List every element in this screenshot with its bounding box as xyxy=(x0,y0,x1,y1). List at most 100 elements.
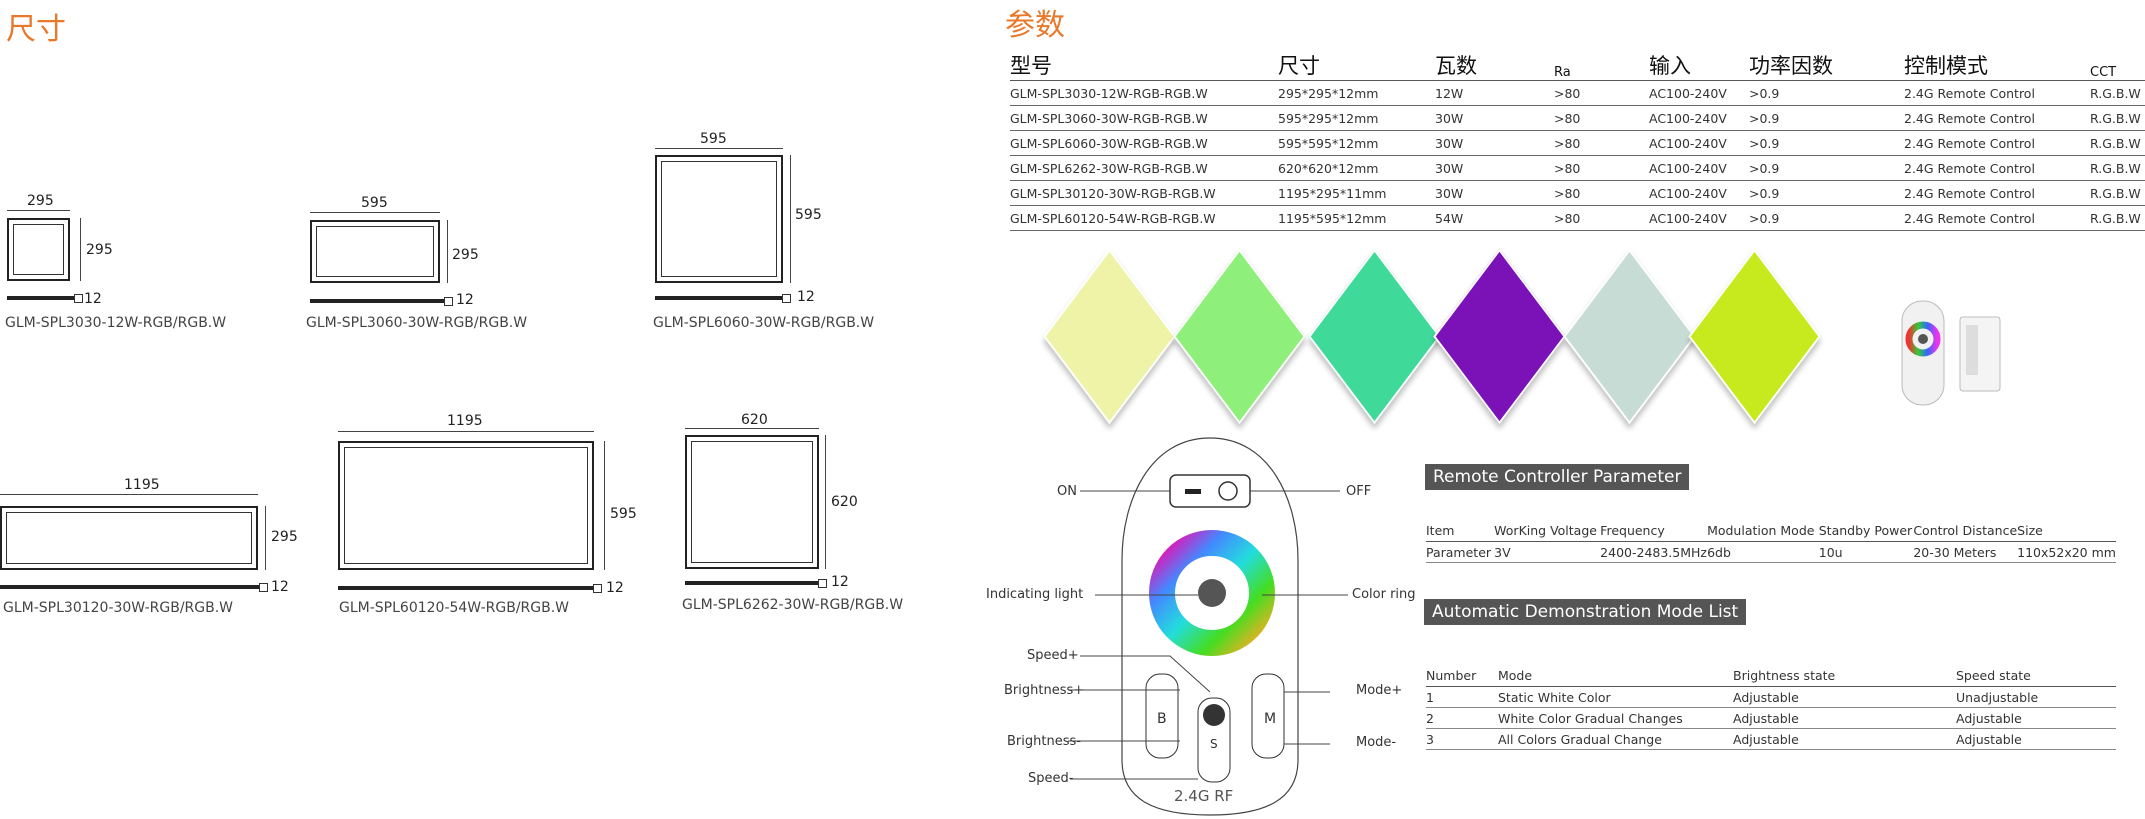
cell: 1195*295*11mm xyxy=(1278,180,1435,206)
edge-profile xyxy=(0,583,268,592)
cell: Speed state xyxy=(1956,664,2116,687)
cell: >0.9 xyxy=(1749,105,1904,131)
cell: R.G.B.W xyxy=(2090,130,2145,156)
edge-profile xyxy=(655,294,791,303)
button-b-letter: B xyxy=(1157,711,1167,727)
panel-outline xyxy=(338,441,594,570)
cell: GLM-SPL3060-30W-RGB-RGB.W xyxy=(1010,105,1278,131)
cell: All Colors Gradual Change xyxy=(1498,728,1733,750)
cell: 10u xyxy=(1818,541,1914,563)
drawing-model: GLM-SPL60120-54W-RGB/RGB.W xyxy=(339,600,570,616)
label-brightness-plus: Brightness+ xyxy=(1004,683,1085,698)
cell: R.G.B.W xyxy=(2090,205,2145,231)
cell: GLM-SPL6060-30W-RGB-RGB.W xyxy=(1010,130,1278,156)
height-dim: 595 xyxy=(795,207,822,223)
cell: R.G.B.W xyxy=(2090,180,2145,206)
width-dim: 1195 xyxy=(124,477,160,493)
cell: WorKing Voltage xyxy=(1494,519,1601,542)
col-power-factor: 功率因数 xyxy=(1749,46,1904,81)
height-dim: 620 xyxy=(831,494,858,510)
panel-color-swatch xyxy=(1688,248,1821,425)
cell: >80 xyxy=(1554,205,1649,231)
panel-color-swatch xyxy=(1043,248,1176,425)
label-rf: 2.4G RF xyxy=(1174,787,1234,805)
panel-color-swatch xyxy=(1173,248,1306,425)
height-dim: 295 xyxy=(452,247,479,263)
cell: AC100-240V xyxy=(1649,130,1749,156)
cell: Standby Power xyxy=(1818,519,1914,542)
cell: 110x52x20 mm xyxy=(2017,541,2116,563)
drawing-model: GLM-SPL6262-30W-RGB/RGB.W xyxy=(682,597,904,613)
cell: AC100-240V xyxy=(1649,180,1749,206)
label-on: ON xyxy=(1057,484,1077,499)
col-ra: Ra xyxy=(1554,46,1649,81)
cell: >0.9 xyxy=(1749,205,1904,231)
cell: 2 xyxy=(1426,707,1498,729)
cell: 12W xyxy=(1435,80,1554,106)
panel-outline xyxy=(7,218,70,281)
label-off: OFF xyxy=(1346,484,1372,499)
thickness-dim: 12 xyxy=(606,580,624,596)
cell: Frequency xyxy=(1600,519,1708,542)
cell: 595*595*12mm xyxy=(1278,130,1435,156)
width-dim: 620 xyxy=(741,412,768,428)
thickness-dim: 12 xyxy=(797,289,815,305)
cell: 595*295*12mm xyxy=(1278,105,1435,131)
cell: Adjustable xyxy=(1956,707,2116,729)
width-dim: 595 xyxy=(361,195,388,211)
remote-diagram xyxy=(1068,437,1348,816)
cell: 6db xyxy=(1707,541,1819,563)
col-size: 尺寸 xyxy=(1278,46,1435,81)
col-wattage: 瓦数 xyxy=(1435,46,1554,81)
edge-profile xyxy=(7,294,83,303)
cell: >80 xyxy=(1554,105,1649,131)
cell: Number xyxy=(1426,664,1498,687)
cell: 295*295*12mm xyxy=(1278,80,1435,106)
label-color-ring: Color ring xyxy=(1352,587,1416,602)
cell: Adjustable xyxy=(1956,728,2116,750)
cell: Adjustable xyxy=(1733,728,1956,750)
button-s-letter: S xyxy=(1210,737,1218,751)
col-control: 控制模式 xyxy=(1904,46,2090,81)
thickness-dim: 12 xyxy=(831,574,849,590)
cell: GLM-SPL30120-30W-RGB-RGB.W xyxy=(1010,180,1278,206)
remote-params-title: Remote Controller Parameter xyxy=(1425,464,1690,490)
cell: >0.9 xyxy=(1749,80,1904,106)
color-panels-image xyxy=(1015,248,1855,425)
cell: 1195*595*12mm xyxy=(1278,205,1435,231)
size-section-title: 尺寸 xyxy=(6,12,66,47)
cell: 620*620*12mm xyxy=(1278,155,1435,181)
col-input: 输入 xyxy=(1649,46,1749,81)
cell: Unadjustable xyxy=(1956,686,2116,708)
cell: 54W xyxy=(1435,205,1554,231)
cell: 3 xyxy=(1426,728,1498,750)
cell: >0.9 xyxy=(1749,130,1904,156)
cell: Mode xyxy=(1498,664,1733,687)
demo-modes-title: Automatic Demonstration Mode List xyxy=(1424,599,1747,625)
cell: Item xyxy=(1426,519,1495,542)
panel-outline xyxy=(310,220,440,283)
cell: White Color Gradual Changes xyxy=(1498,707,1733,729)
cell: 2.4G Remote Control xyxy=(1904,105,2090,131)
panel-color-swatch xyxy=(1563,248,1696,425)
cell: Control Distance xyxy=(1913,519,2018,542)
cell: 30W xyxy=(1435,105,1554,131)
col-model: 型号 xyxy=(1010,46,1278,81)
panel-color-swatch xyxy=(1308,248,1441,425)
drawing-model: GLM-SPL30120-30W-RGB/RGB.W xyxy=(3,600,234,616)
params-section-title: 参数 xyxy=(1005,8,1065,43)
cell: >80 xyxy=(1554,80,1649,106)
cell: R.G.B.W xyxy=(2090,155,2145,181)
height-dim: 595 xyxy=(610,506,637,522)
cell: 2.4G Remote Control xyxy=(1904,180,2090,206)
cell: 2.4G Remote Control xyxy=(1904,155,2090,181)
cell: Adjustable xyxy=(1733,707,1956,729)
